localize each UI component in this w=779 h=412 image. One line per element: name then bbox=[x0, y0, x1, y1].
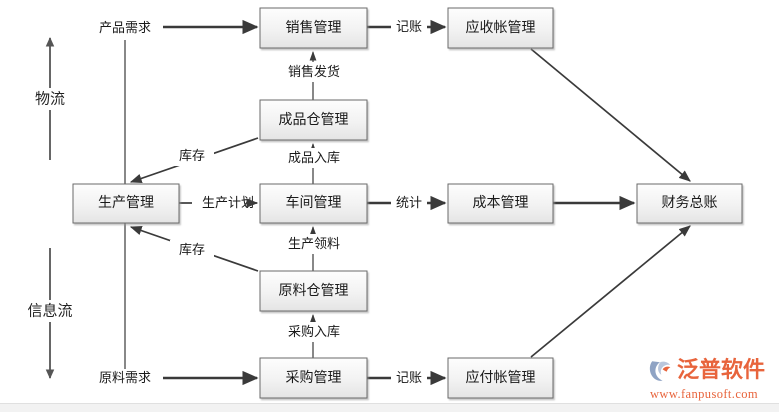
node-finished-goods-rect[interactable] bbox=[259, 99, 368, 141]
information-flow-axis: 信息流 bbox=[20, 248, 80, 379]
edge-label-bg-sales-delivery bbox=[275, 62, 353, 82]
edge-label-bg-finished-in bbox=[275, 148, 353, 168]
information-flow-label: 信息流 bbox=[27, 302, 72, 319]
edge-label-product-demand: 产品需求 bbox=[99, 20, 151, 35]
node-receivable[interactable]: 应收帐管理 bbox=[447, 7, 554, 49]
edge-payable-to-general-ledger bbox=[530, 225, 691, 358]
node-general-ledger[interactable]: 财务总账 bbox=[636, 183, 743, 224]
edge-label-material-demand: 原料需求 bbox=[99, 370, 151, 385]
node-raw-material[interactable]: 原料仓管理 bbox=[259, 270, 368, 312]
edge-label-bg-purchase-in bbox=[275, 322, 353, 342]
edge-label-bg-material-demand bbox=[88, 369, 162, 389]
node-production-label: 生产管理 bbox=[98, 195, 154, 211]
node-raw-material-rect[interactable] bbox=[259, 270, 368, 312]
node-payable-label: 应付帐管理 bbox=[466, 369, 536, 386]
edge-label-production-pick: 生产领料 bbox=[288, 236, 340, 251]
edge-label-record-receivable: 记账 bbox=[396, 19, 422, 34]
edge-label-record-payable: 记账 bbox=[396, 370, 422, 385]
node-purchasing-rect[interactable] bbox=[259, 357, 368, 399]
edge-label-inventory-top: 库存 bbox=[179, 148, 205, 163]
node-cost-label: 成本管理 bbox=[473, 195, 529, 211]
node-finished-goods[interactable]: 成品仓管理 bbox=[259, 99, 368, 141]
material-flow-label: 物流 bbox=[35, 90, 65, 107]
node-workshop[interactable]: 车间管理 bbox=[259, 183, 368, 224]
node-sales-rect[interactable] bbox=[259, 7, 368, 49]
node-receivable-label: 应收帐管理 bbox=[466, 19, 536, 36]
node-general-ledger-label: 财务总账 bbox=[662, 195, 718, 211]
edge-receivable-to-general-ledger bbox=[530, 48, 691, 182]
node-receivable-rect[interactable] bbox=[447, 7, 554, 49]
node-workshop-label: 车间管理 bbox=[286, 194, 342, 211]
node-payable-rect[interactable] bbox=[447, 357, 554, 399]
node-general-ledger-rect[interactable] bbox=[636, 183, 743, 224]
information-flow-label-bg bbox=[20, 300, 80, 322]
edge-label-bg-production-pick bbox=[275, 234, 353, 254]
material-flow-axis: 物流 bbox=[27, 37, 73, 160]
edge-label-bg-inventory-bottom bbox=[170, 240, 214, 260]
node-purchasing-label: 采购管理 bbox=[286, 370, 342, 386]
node-cost-rect[interactable] bbox=[447, 183, 554, 224]
node-production-rect[interactable] bbox=[72, 183, 180, 224]
node-sales-label: 销售管理 bbox=[286, 20, 342, 36]
node-workshop-rect[interactable] bbox=[259, 183, 368, 224]
edge-label-bg-inventory-top bbox=[170, 146, 214, 166]
node-cost[interactable]: 成本管理 bbox=[447, 183, 554, 224]
node-payable[interactable]: 应付帐管理 bbox=[447, 357, 554, 399]
edge-label-finished-in: 成品入库 bbox=[288, 150, 340, 165]
node-sales[interactable]: 销售管理 bbox=[259, 7, 368, 49]
node-finished-goods-label: 成品仓管理 bbox=[279, 112, 349, 128]
node-raw-material-label: 原料仓管理 bbox=[279, 283, 349, 299]
bottom-strip bbox=[0, 403, 779, 412]
edge-label-bg-product-demand bbox=[88, 18, 162, 38]
edge-label-production-plan: 生产计划 bbox=[202, 195, 254, 210]
material-flow-label-bg bbox=[27, 88, 73, 110]
edge-label-purchase-in: 采购入库 bbox=[288, 324, 340, 339]
node-production[interactable]: 生产管理 bbox=[72, 183, 180, 224]
edge-label-statistics: 统计 bbox=[396, 195, 422, 210]
edge-label-inventory-bottom: 库存 bbox=[179, 242, 205, 257]
edge-label-sales-delivery: 销售发货 bbox=[288, 64, 340, 79]
node-purchasing[interactable]: 采购管理 bbox=[259, 357, 368, 399]
